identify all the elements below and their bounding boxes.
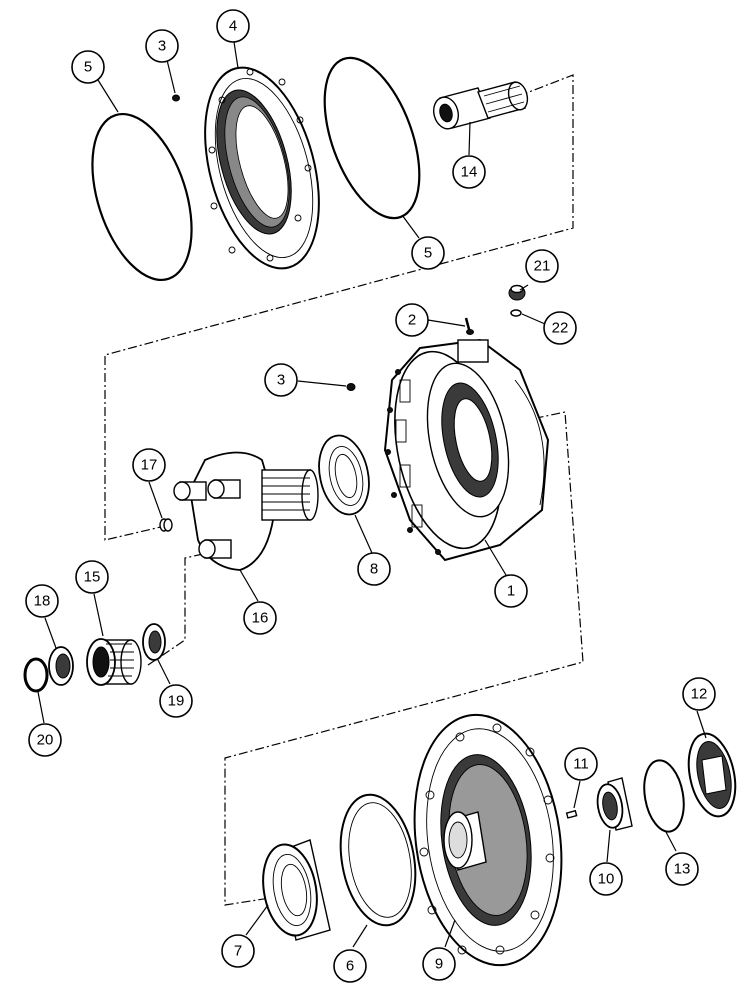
callout-label: 21 (534, 258, 551, 275)
part-8-bearing (318, 434, 370, 516)
part-3-plug-top (172, 94, 180, 102)
callout-label: 2 (408, 312, 416, 329)
part-2-bolt (464, 317, 474, 335)
callout-1: 1 (494, 574, 528, 608)
part-10-bearing (596, 777, 633, 831)
callout-4: 4 (216, 9, 250, 43)
callout-3-middle: 3 (264, 363, 298, 397)
callout-label: 14 (461, 164, 478, 181)
callout-label: 5 (424, 245, 432, 262)
part-14-splined-shaft (432, 81, 529, 130)
callout-16: 16 (243, 601, 277, 635)
callout-19: 19 (159, 684, 193, 718)
part-6-seal (339, 793, 417, 927)
callout-label: 20 (37, 732, 54, 749)
part-22-washer (510, 309, 522, 317)
callout-6: 6 (333, 949, 367, 983)
callout-2: 2 (395, 303, 429, 337)
callout-13: 13 (665, 852, 699, 886)
callout-label: 7 (234, 943, 242, 960)
callout-17: 17 (132, 448, 166, 482)
callout-5-right: 5 (411, 236, 445, 270)
part-20-snap-ring (23, 657, 49, 693)
part-11-pin (565, 809, 578, 819)
part-1-housing (383, 338, 550, 562)
part-12-cover (687, 732, 737, 818)
callout-8: 8 (357, 552, 391, 586)
part-5-o-ring-left (91, 112, 193, 282)
part-17-pin (159, 518, 173, 532)
callout-10: 10 (589, 862, 623, 896)
callout-3-top: 3 (145, 29, 179, 63)
callout-label: 3 (158, 38, 166, 55)
part-4-ring-gear (204, 66, 320, 270)
callout-label: 18 (34, 593, 51, 610)
part-3-plug-middle (346, 383, 356, 391)
part-9-hub (413, 713, 563, 967)
part-15-planet-gear (86, 638, 142, 686)
callout-label: 5 (84, 59, 92, 76)
part-19-bearing (142, 623, 166, 661)
callout-label: 10 (598, 871, 615, 888)
callout-label: 11 (573, 756, 589, 773)
callout-label: 12 (691, 686, 708, 703)
callout-22: 22 (543, 311, 577, 345)
leader-lines (37, 41, 707, 948)
part-13-o-ring (643, 759, 685, 833)
part-5-o-ring-right (323, 56, 421, 220)
callout-5-left: 5 (71, 50, 105, 84)
part-18-bearing (48, 646, 74, 686)
callout-label: 6 (346, 958, 354, 975)
callout-21: 21 (525, 249, 559, 283)
callout-15: 15 (75, 560, 109, 594)
part-16-planet-carrier (173, 451, 319, 571)
callout-label: 22 (552, 320, 569, 337)
callout-label: 13 (674, 861, 691, 878)
callout-20: 20 (28, 723, 62, 757)
callout-label: 9 (435, 956, 443, 973)
callout-11: 11 (564, 747, 598, 781)
callout-label: 8 (370, 561, 378, 578)
callout-14: 14 (452, 155, 486, 189)
callout-label: 19 (168, 693, 185, 710)
callout-label: 16 (252, 610, 269, 627)
callout-label: 1 (507, 583, 515, 600)
callout-label: 3 (277, 372, 285, 389)
callout-label: 17 (141, 457, 158, 474)
callout-18: 18 (25, 584, 59, 618)
callout-9: 9 (422, 947, 456, 981)
callout-label: 15 (84, 569, 101, 586)
callout-12: 12 (682, 677, 716, 711)
callout-label: 4 (229, 18, 237, 35)
part-7-bearing (262, 839, 331, 941)
callout-7: 7 (221, 934, 255, 968)
